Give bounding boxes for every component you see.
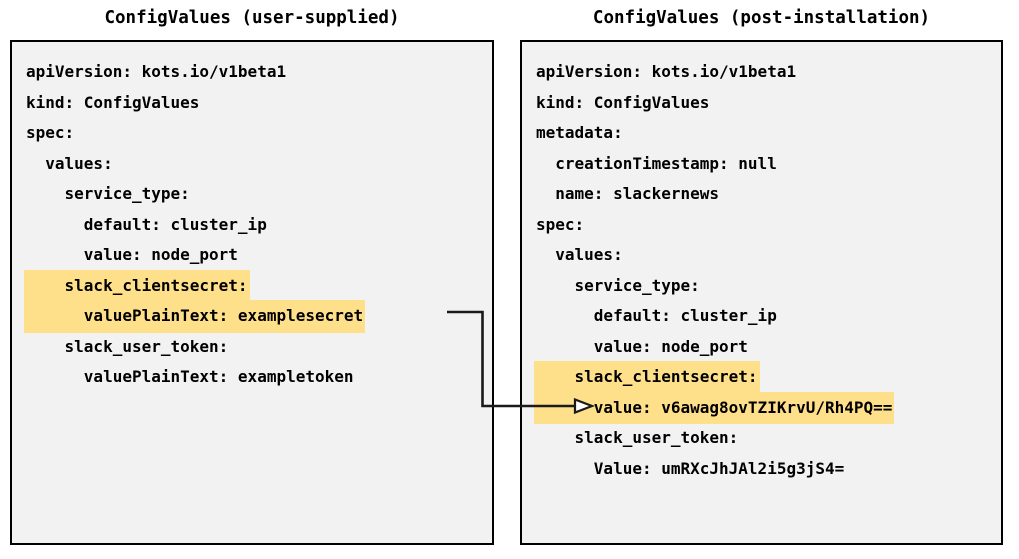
- yaml-line: name: slackernews: [522, 178, 1001, 209]
- yaml-line-text: default: cluster_ip: [536, 306, 777, 325]
- yaml-line-text: slack_user_token:: [536, 428, 739, 447]
- yaml-line-text: spec:: [536, 214, 585, 234]
- yaml-line-text: spec:: [26, 123, 75, 142]
- yaml-line-text: valuePlainText: exampletoken: [26, 367, 354, 386]
- panel-title-user-supplied: ConfigValues (user-supplied): [104, 8, 400, 28]
- yaml-line-text: values:: [536, 245, 623, 264]
- yaml-line: apiVersion: kots.io/v1beta1: [522, 56, 1001, 87]
- yaml-panel-user-supplied: apiVersion: kots.io/v1beta1 kind: ConfigV…: [10, 40, 494, 545]
- yaml-line-text: kind: ConfigValues: [26, 92, 200, 112]
- yaml-line: slack_user_token:: [522, 422, 1001, 453]
- yaml-line-text: service_type:: [536, 275, 700, 295]
- yaml-line: creationTimestamp: null: [522, 148, 1001, 179]
- yaml-line: spec:: [522, 209, 1001, 240]
- yaml-line-text: value: node_port: [536, 336, 748, 356]
- yaml-line: metadata:: [522, 117, 1001, 148]
- yaml-line: Value: umRXcJhJAl2i5g3jS4=: [522, 453, 1001, 484]
- yaml-line-text: value: node_port: [26, 245, 238, 264]
- yaml-line: kind: ConfigValues: [12, 87, 492, 118]
- yaml-line-text: creationTimestamp: null: [536, 153, 777, 173]
- yaml-panel-post-installation: apiVersion: kots.io/v1beta1 kind: ConfigV…: [520, 40, 1003, 545]
- yaml-line: valuePlainText: exampletoken: [12, 361, 492, 392]
- yaml-line-text: service_type:: [26, 184, 190, 203]
- yaml-line: kind: ConfigValues: [522, 87, 1001, 118]
- yaml-line: slack_clientsecret:: [522, 361, 1001, 394]
- yaml-line: apiVersion: kots.io/v1beta1: [12, 56, 492, 87]
- yaml-line: slack_clientsecret:: [12, 269, 492, 302]
- yaml-line: service_type:: [12, 178, 492, 209]
- yaml-line-text: slack_user_token:: [26, 336, 229, 356]
- yaml-line: slack_user_token:: [12, 331, 492, 362]
- yaml-line-text: kind: ConfigValues: [536, 92, 710, 112]
- yaml-line: default: cluster_ip: [12, 209, 492, 240]
- yaml-line: service_type:: [522, 270, 1001, 301]
- yaml-line: spec:: [12, 117, 492, 148]
- yaml-line: valuePlainText: examplesecret: [12, 300, 492, 333]
- yaml-line-text: slack_clientsecret:: [534, 361, 760, 394]
- yaml-line-text: value: v6awag8ovTZIKrvU/Rh4PQ==: [534, 391, 895, 424]
- yaml-line: value: v6awag8ovTZIKrvU/Rh4PQ==: [522, 391, 1001, 424]
- yaml-line: value: node_port: [522, 331, 1001, 362]
- panel-title-post-installation: ConfigValues (post-installation): [592, 8, 931, 28]
- yaml-line: value: node_port: [12, 239, 492, 270]
- yaml-line: values:: [522, 239, 1001, 270]
- yaml-line-text: values:: [26, 153, 113, 173]
- yaml-line: default: cluster_ip: [522, 300, 1001, 331]
- yaml-line-text: metadata:: [536, 123, 623, 142]
- yaml-line-text: slack_clientsecret:: [24, 269, 250, 302]
- yaml-line-text: name: slackernews: [536, 184, 720, 203]
- yaml-line-text: Value: umRXcJhJAl2i5g3jS4=: [536, 458, 845, 478]
- yaml-line-text: valuePlainText: examplesecret: [24, 300, 366, 333]
- yaml-line-text: default: cluster_ip: [26, 214, 267, 234]
- yaml-line-text: apiVersion: kots.io/v1beta1: [536, 62, 797, 81]
- yaml-line-text: apiVersion: kots.io/v1beta1: [26, 62, 287, 81]
- yaml-line: values:: [12, 148, 492, 179]
